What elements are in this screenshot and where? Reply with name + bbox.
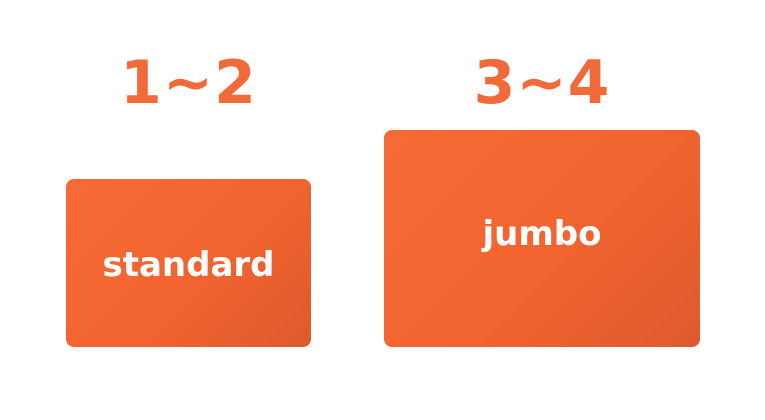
jumbo-size-card[interactable]: jumbo	[384, 130, 700, 347]
standard-size-label: standard	[102, 245, 275, 285]
range-label-standard: 1~2	[120, 48, 257, 118]
standard-size-card[interactable]: standard	[66, 179, 311, 347]
range-label-jumbo: 3~4	[473, 48, 611, 118]
jumbo-size-label: jumbo	[482, 213, 602, 254]
